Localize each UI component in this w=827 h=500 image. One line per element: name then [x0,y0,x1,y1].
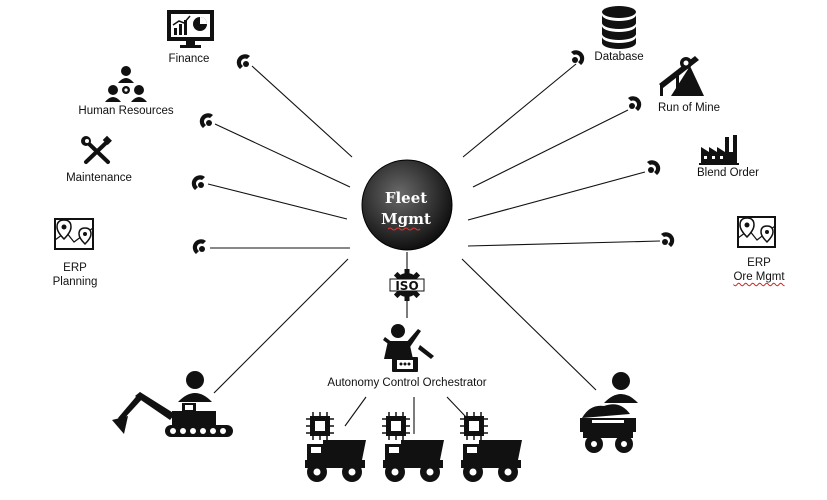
autonomous-truck-3 [460,412,522,482]
chip-icon-1 [306,412,334,440]
orchestrator-label: Autonomy Control Orchestrator [327,377,487,389]
erp-ore-label-line1: ERP [747,257,771,269]
connector-human-resources [214,123,351,188]
maintenance-label: Maintenance [66,172,132,184]
map-pin-icon [54,218,94,250]
port-database [571,50,585,65]
loaded-haul-truck-icon [580,404,636,453]
conveyor-icon [659,56,704,96]
fleet-mgmt-hub: Fleet Mgmt [361,159,453,251]
connection-ports [191,50,675,254]
connector-excavator [213,258,349,394]
iso-label: ISO [395,279,418,293]
haul-truck-icon-1 [305,440,366,482]
connector-finance [251,65,353,158]
port-run-of-mine [628,96,642,111]
ore-map-pin-icon [737,216,776,248]
connector-truck-3 [446,396,467,418]
blend-order-label: Blend Order [696,167,760,179]
port-maintenance [191,175,205,190]
connector-haul-truck [461,258,597,391]
hub-label-line1: Fleet [385,189,427,207]
erp-ore-label-line2: Ore Mgmt [733,270,784,284]
chip-icon-2 [382,412,410,440]
maintenance-icon [81,135,112,164]
finance-icon [167,10,214,48]
connector-database [462,63,577,158]
database-label: Database [594,51,644,63]
port-erp-planning [192,239,206,254]
autonomous-truck-1 [305,412,366,482]
erp-planning-label-line1: ERP [63,262,87,274]
port-blend-order [647,160,661,175]
haul-truck-icon-3 [461,440,522,482]
run-of-mine-label: Run of Mine [657,102,721,114]
connector-lines [207,63,661,434]
haul-truck-icon-2 [383,440,444,482]
iso-gear-icon: ISO [389,269,425,301]
connector-truck-1 [344,396,367,427]
haul-truck-operator-icon [604,372,638,403]
erp-planning-label-line2: Planning [52,276,98,288]
autonomous-truck-2 [382,412,444,482]
database-icon [602,6,636,49]
connector-maintenance [207,183,348,220]
connector-blend-order [467,171,646,221]
chip-icon-3 [460,412,488,440]
hub-label-line2: Mgmt [381,210,431,228]
excavator-icon [112,392,233,437]
port-human-resources [199,113,213,128]
erp-ore-label-text: Ore Mgmt [733,271,785,283]
human-resources-label: Human Resources [78,105,174,117]
port-finance [236,54,250,69]
connector-run-of-mine [472,109,629,188]
finance-label: Finance [168,53,210,65]
excavator-operator-icon [178,371,212,402]
factory-icon [699,135,739,165]
connector-erp-ore [467,240,661,247]
human-resources-icon [105,66,147,102]
port-erp-ore [661,232,675,247]
orchestrator-icon [383,324,434,372]
